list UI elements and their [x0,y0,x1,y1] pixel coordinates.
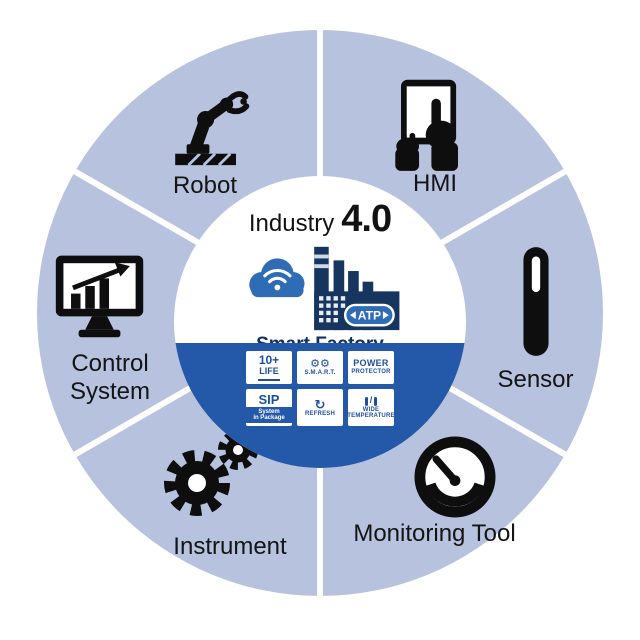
badge-refresh: ↻ REFRESH [297,389,343,426]
badge-sip: SIP System in Package [246,389,292,426]
badge-decoration [258,378,280,381]
segment-label-instrument: Instrument [173,533,287,560]
badge-wide-line2: TEMPERATURE [348,413,394,419]
gears-icon: ⚙⚙ [310,358,330,371]
badge-sip-sub1: System [258,408,280,415]
badge-sip-main: SIP [258,391,280,407]
version-text: 4.0 [341,198,392,240]
badge-power-main: POWER [353,358,389,369]
badge-power-protector: POWER PROTECTOR [348,351,394,384]
factory-icon: ATP [314,246,400,331]
feature-band: 10+ LIFE ⚙⚙ S.M.A.R.T. POWER PROTECTOR S… [174,343,466,468]
cloud-wifi-icon [249,258,305,298]
badge-sip-sub2: in Package [253,415,285,421]
segment-label-robot: Robot [172,172,238,199]
robot-arm-icon [175,91,250,167]
control-system-monitor-icon [55,255,144,338]
badge-power-sub: PROTECTOR [351,369,391,376]
center-title: Industry 4.0 [174,198,466,241]
badge-refresh-label: REFRESH [304,410,336,417]
atp-badge-label: ATP [358,308,381,322]
badge-smart-label: S.M.A.R.T. [304,370,336,377]
badge-life-sub: LIFE [259,366,279,377]
thermometer-icons: / [364,395,378,407]
segment-label-hmi: HMI [413,170,457,197]
badge-life-main: 10+ [258,353,280,368]
badge-sip-footer: System in Package [246,406,292,423]
refresh-arrow-icon: ↻ [314,396,326,412]
badge-wide-line1: WIDE [362,406,380,413]
thermometer-bar-icon [374,396,378,406]
badge-smart: ⚙⚙ S.M.A.R.T. [297,351,343,384]
badge-wide-slash: / [369,395,373,406]
smart-factory-graphic: ATP [249,246,400,331]
feature-badge-grid: 10+ LIFE ⚙⚙ S.M.A.R.T. POWER PROTECTOR S… [174,351,466,426]
center-hub: Industry 4.0 [174,176,466,468]
hmi-tablet-hands-icon [395,79,458,171]
sensor-thermometer-icon [523,247,549,356]
badge-wide-temperature: / WIDE TEMPERATURE [348,389,394,426]
industry-text: Industry [248,210,335,237]
badge-life: 10+ LIFE [246,351,292,384]
segment-label-monitoring-tool: Monitoring Tool [353,520,516,547]
segment-label-sensor: Sensor [497,366,574,393]
segment-label-control-system: Control System [69,350,150,406]
atp-badge: ATP [343,303,395,327]
thermometer-bar-icon [364,396,368,406]
